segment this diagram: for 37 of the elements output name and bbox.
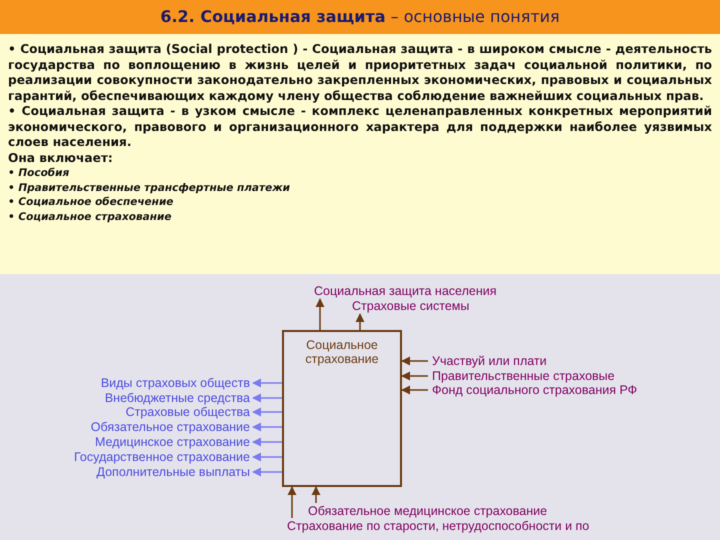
- arrow: [252, 452, 282, 462]
- arrow: [316, 298, 324, 330]
- arrow: [252, 422, 282, 432]
- process-box: Социальное страхование: [282, 330, 402, 487]
- arrow-label: Правительственные страховые: [432, 369, 615, 383]
- arrow-label: Страховые общества: [126, 405, 250, 419]
- paragraph: • Социальная защита (Social protection ) - Социальная защита - в широком смысле - деятельность государства по воплощению в жизнь целей и приоритетных задач социальной политики, по реализации совокупности законодательно закрепленных экономических, правовых и социальных гарантий, обеспечивающих каждому члену общества соблюдение важнейших социальных прав.: [8, 42, 712, 104]
- arrow: [252, 438, 282, 446]
- arrow: [288, 486, 296, 518]
- list-item: • Правительственные трансфертные платежи: [8, 180, 292, 195]
- arrow: [356, 313, 364, 330]
- list-item: • Социальное страхование: [8, 210, 172, 224]
- arrow-label: Внебюджетные средства: [104, 391, 250, 405]
- arrow-label: Государственное страхование: [74, 450, 250, 464]
- arrow: [252, 468, 282, 476]
- paragraph: Она включает:: [8, 150, 114, 166]
- slide-title: 6.2. Социальная защита – основные понятия: [0, 0, 720, 34]
- arrow-label: Страховые системы: [352, 299, 470, 313]
- arrow-label: Фонд социального страхования РФ: [432, 383, 638, 397]
- arrow: [401, 386, 428, 394]
- arrow: [252, 378, 282, 388]
- arrow: [312, 486, 320, 503]
- arrow-label: Виды страховых обществ: [100, 376, 250, 390]
- arrow: [401, 372, 428, 380]
- arrow-label: Обязательное страхование: [90, 420, 250, 434]
- paragraph: • Социальная защита - в узком смысле - комплекс целенаправленных конкретных мероприятий экономического, правового и организационного характера для поддержки наиболее уязвимых слоев населения.: [8, 104, 712, 150]
- list-item: • Социальное обеспечение: [8, 195, 174, 210]
- arrow: [252, 408, 282, 416]
- arrow-label: Обязательное медицинское страхование: [308, 504, 548, 518]
- arrow-label: Страхование по старости, нетрудоспособности и по: [287, 519, 590, 533]
- arrow-label: Медицинское страхование: [94, 435, 250, 449]
- list-item: • Пособия: [8, 166, 70, 180]
- arrow: [252, 394, 282, 402]
- arrow-label: Участвуй или плати: [432, 354, 547, 368]
- arrow: [401, 356, 428, 366]
- arrow-label: Социальная защита населения: [314, 284, 496, 298]
- arrow-label: Дополнительные выплаты: [96, 465, 250, 479]
